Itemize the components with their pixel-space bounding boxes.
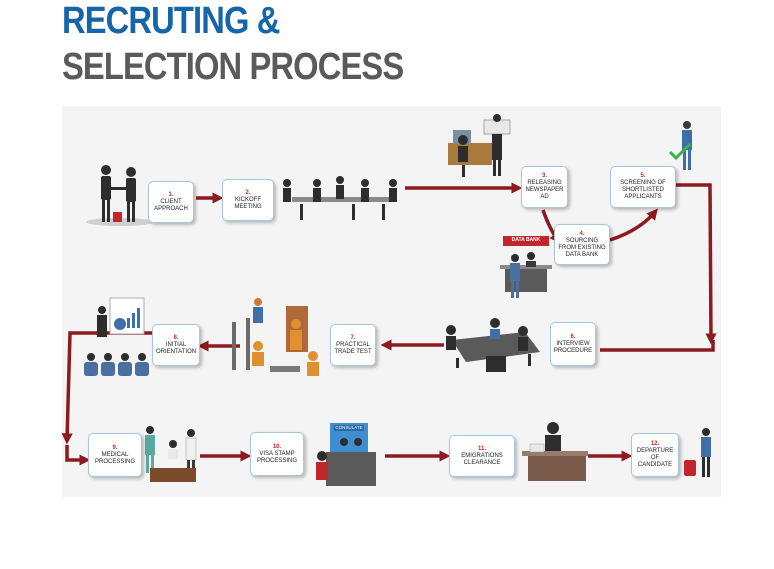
arrow-9-start <box>65 445 91 466</box>
step-1-client-approach: 1. CLIENT APPROACH <box>148 181 194 223</box>
step-number: 9. <box>112 444 118 451</box>
step-number: 8. <box>173 334 179 341</box>
step-7-practical-trade-test: 7. PRACTICAL TRADE TEST <box>330 324 376 366</box>
arrow-8-9 <box>61 331 152 445</box>
step-label: MEDICAL PROCESSING <box>94 451 135 465</box>
step-number: 10. <box>272 443 282 450</box>
arrow-6-7 <box>600 340 715 352</box>
step-3-releasing-newspaper-ad: 3. RELEASING NEWSPAPER AD <box>521 166 568 208</box>
step-label: SOURCING FROM EXISTING DATA BANK <box>558 237 606 258</box>
step-label: CLIENT APPROACH <box>154 198 188 212</box>
step-number: 2. <box>245 189 251 196</box>
step-number: 12. <box>650 441 660 447</box>
step-5-screening: 5. SCREENING OF SHORTLISTED APPLICANTS <box>610 166 676 208</box>
step-number: 6. <box>570 333 576 340</box>
step-8-initial-orientation: 8. INITIAL ORIENTATION <box>152 324 200 366</box>
step-label: SCREENING OF SHORTLISTED APPLICANTS <box>620 180 666 200</box>
trade-workers-icon <box>232 298 319 376</box>
arrow-4-5 <box>609 208 658 242</box>
presentation-icon <box>84 297 149 376</box>
consulate-desk-icon <box>316 423 376 486</box>
step-label: RELEASING NEWSPAPER AD <box>525 180 564 200</box>
checklist-person-icon <box>668 121 692 170</box>
step-label: INTERVIEW PROCEDURE <box>553 340 593 354</box>
step-number: 5. <box>640 173 646 179</box>
emigration-officer-icon <box>522 422 588 481</box>
step-label: VISA STAMP PROCESSING <box>256 450 297 464</box>
meeting-table-icon <box>283 176 397 220</box>
step-number: 1. <box>168 191 174 198</box>
arrow-5-6 <box>676 183 717 345</box>
doctors-icon <box>145 426 197 482</box>
step-label: DEPARTURE OF CANDIDATE <box>636 448 674 468</box>
step-11-emigrations-clearance: 11. EMIGRATIONS CLEARANCE <box>449 435 515 477</box>
step-label: INITIAL ORIENTATION <box>155 341 197 355</box>
handshake-icon <box>86 165 154 226</box>
step-number: 11. <box>477 445 486 452</box>
step-number: 7. <box>350 334 356 341</box>
step-label: PRACTICAL TRADE TEST <box>334 341 372 355</box>
step-9-medical-processing: 9. MEDICAL PROCESSING <box>88 433 142 477</box>
newspaper-reader-icon <box>448 114 511 177</box>
step-label: EMIGRATIONS CLEARANCE <box>461 452 503 466</box>
step-number: 3. <box>541 173 547 179</box>
step-label: KICKOFF MEETING <box>234 196 262 210</box>
data-bank-sign: DATA BANK <box>511 237 541 243</box>
data-bank-desk-icon <box>500 236 552 298</box>
step-2-kickoff-meeting: 2. KICKOFF MEETING <box>222 179 274 221</box>
title-line-1: RECRUTING & <box>62 0 280 42</box>
step-6-interview-procedure: 6. INTERVIEW PROCEDURE <box>550 322 596 366</box>
traveler-icon <box>684 428 711 477</box>
step-number: 4. <box>579 230 585 237</box>
step-10-visa-stamp-processing: 10. VISA STAMP PROCESSING <box>250 432 304 476</box>
step-4-sourcing-data-bank: 4. SOURCING FROM EXISTING DATA BANK <box>554 224 610 265</box>
step-12-departure-of-candidate: 12. DEPARTURE OF CANDIDATE <box>631 433 679 477</box>
interview-table-icon <box>446 318 540 372</box>
consulate-sign: CONSULATE <box>335 425 363 430</box>
title-line-2: SELECTION PROCESS <box>62 46 404 88</box>
